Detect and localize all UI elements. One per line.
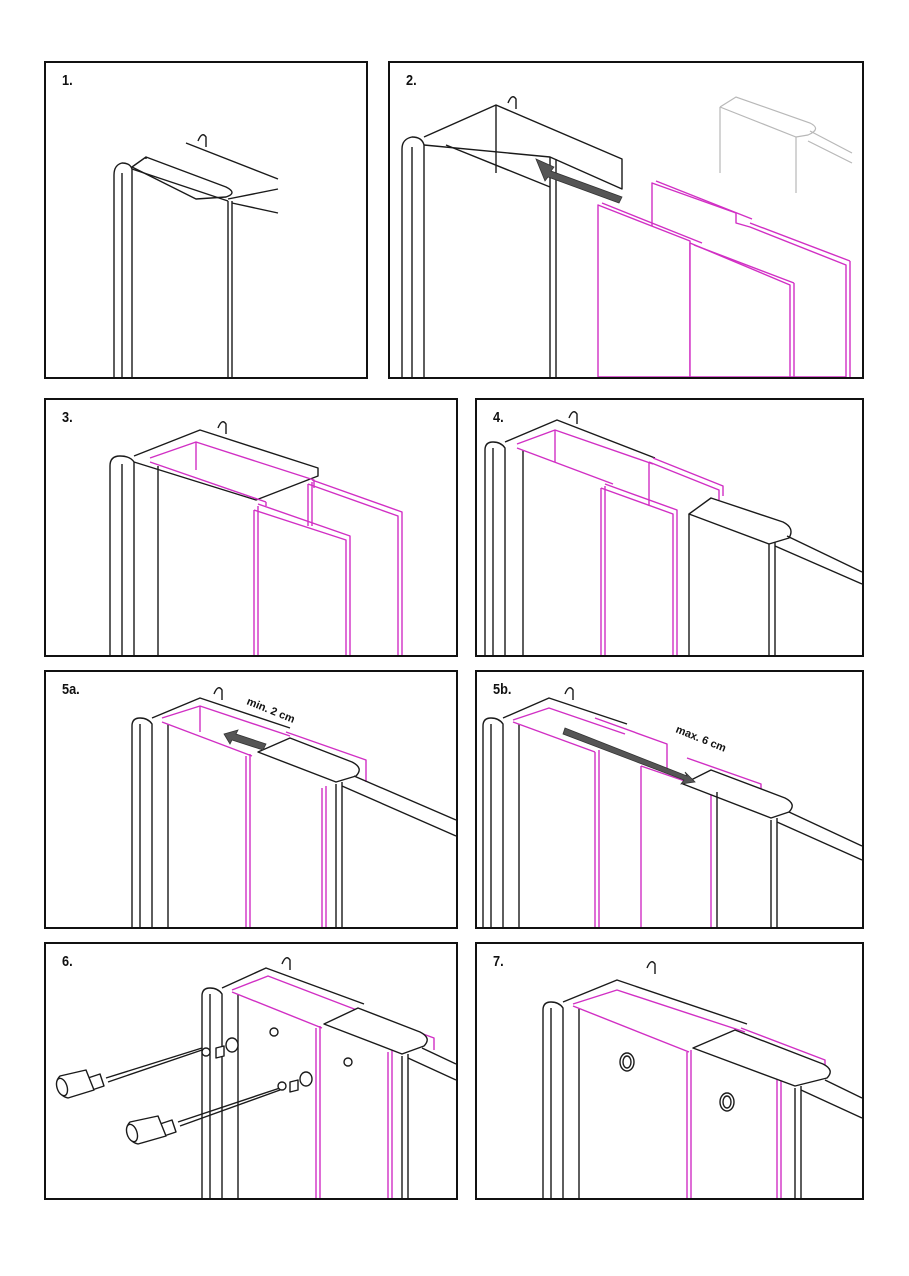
- wall-profile: [401, 96, 623, 377]
- screw-cover-lower: [719, 1092, 735, 1112]
- step-4-panel: 4.: [475, 398, 864, 657]
- inserted-panels: [149, 441, 403, 655]
- step-6-panel: 6.: [44, 942, 458, 1200]
- inserted-panels: [231, 975, 435, 1198]
- step-2-panel: 2.: [388, 61, 864, 379]
- end-cap-profile: [682, 769, 862, 927]
- inserted-panels: [512, 707, 762, 927]
- wall-profile: [201, 957, 365, 1198]
- step-3-panel: 3.: [44, 398, 458, 657]
- step-6-illustration: [55, 957, 456, 1198]
- inserted-panels: [516, 429, 724, 655]
- step-5b-illustration: max. 6 cm: [482, 687, 862, 927]
- step-5b-label: 5b.: [493, 681, 512, 698]
- step-5a-panel: 5a. min. 2 cm: [44, 670, 458, 929]
- wall-profile: [482, 687, 628, 927]
- step-5a-label: 5a.: [62, 681, 80, 698]
- end-cap-profile: [323, 1007, 456, 1198]
- inserted-panels: [161, 705, 367, 927]
- wall-profile: [542, 961, 748, 1198]
- step-7-label: 7.: [493, 953, 504, 970]
- slide-arrow: [562, 727, 696, 785]
- wall-profile: [131, 687, 291, 927]
- step-2-illustration: [401, 96, 853, 377]
- step-5a-illustration: min. 2 cm: [131, 687, 456, 927]
- screw-cap-lower: [277, 1057, 353, 1093]
- end-cap-profile: [688, 497, 862, 655]
- max-dimension-label: max. 6 cm: [674, 724, 728, 755]
- step-3-label: 3.: [62, 409, 73, 426]
- step-7-panel: 7.: [475, 942, 864, 1200]
- step-1-illustration: [113, 134, 279, 377]
- step-6-label: 6.: [62, 953, 73, 970]
- end-cap-profile: [257, 737, 456, 927]
- step-4-illustration: [484, 411, 862, 655]
- panel-sheets: [597, 180, 851, 377]
- step-7-illustration: [542, 961, 862, 1198]
- wall-profile: [113, 134, 279, 377]
- end-cap-profile: [692, 1029, 862, 1198]
- step-3-illustration: [109, 421, 403, 655]
- inserted-panels: [572, 989, 826, 1198]
- screw-cover-upper: [619, 1052, 635, 1072]
- step-1-panel: 1.: [44, 61, 368, 379]
- insert-arrow: [535, 158, 623, 204]
- step-4-label: 4.: [493, 409, 504, 426]
- wall-profile: [484, 411, 656, 655]
- slide-arrow: [223, 729, 267, 751]
- screw-cap-upper: [201, 1027, 279, 1059]
- screwdriver-upper: [55, 1047, 203, 1099]
- step-1-label: 1.: [62, 72, 73, 89]
- step-5b-panel: 5b. max. 6 cm: [475, 670, 864, 929]
- wall-profile: [109, 421, 319, 655]
- step-2-label: 2.: [406, 72, 417, 89]
- ghost-profile: [719, 96, 853, 193]
- screwdriver-lower: [125, 1087, 281, 1145]
